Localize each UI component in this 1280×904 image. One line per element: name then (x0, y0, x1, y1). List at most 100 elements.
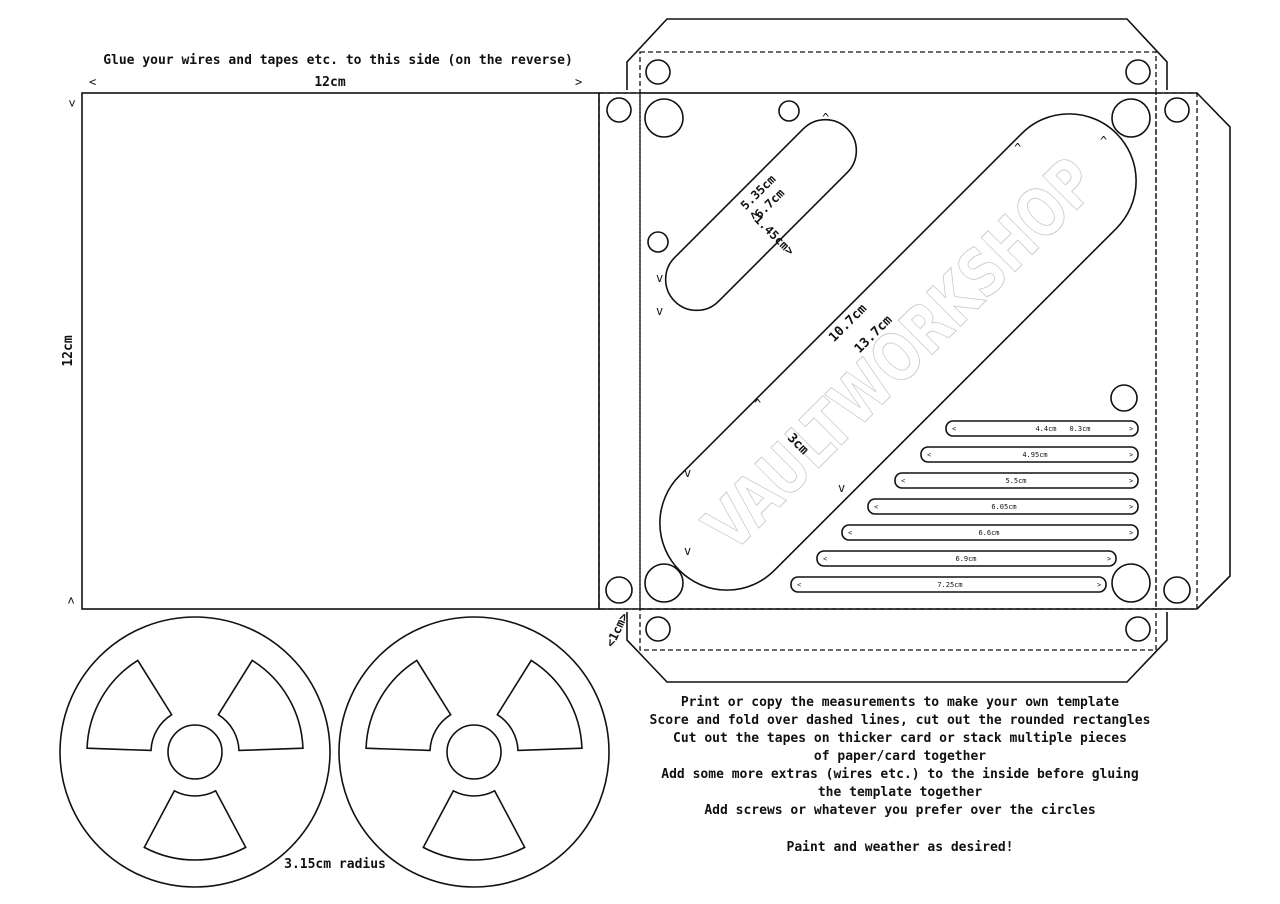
screw-circle (606, 97, 632, 123)
slot-arrow: v (684, 544, 691, 558)
width-arrow-right: > (575, 75, 582, 89)
instruction-line: Add screws or whatever you prefer over t… (704, 803, 1095, 818)
width-arrow-left: < (89, 75, 96, 89)
tape-strip: < > 5.5cm (894, 472, 1139, 489)
reel-hub (446, 724, 502, 780)
right-flap-fold (1155, 92, 1198, 610)
instruction-line: Cut out the tapes on thicker card or sta… (673, 731, 1127, 746)
slot-arrow: ^ (822, 111, 829, 125)
large-slot-group: VAULTWORKSHOP 10.7cm 13.7cm (659, 113, 1137, 591)
tape-strip: < > 6.6cm (841, 524, 1139, 541)
width-label: 12cm (314, 75, 345, 90)
slot-arrow: v (684, 466, 691, 480)
tape-arrow-left: < (797, 581, 801, 589)
tape-arrow-right: > (1097, 581, 1101, 589)
top-tab-outline (626, 18, 1168, 90)
instruction-line: of paper/card together (814, 749, 986, 764)
screw-circle (644, 98, 684, 138)
screw-circle (644, 563, 684, 603)
small-slot-width: <1.45cm> (746, 207, 797, 258)
tape-length-label: 6.9cm (955, 555, 976, 563)
height-label: 12cm (61, 335, 76, 366)
tape-length-label: 4.95cm (1022, 451, 1047, 459)
screw-circles (605, 59, 1191, 642)
tape-arrow-left: < (952, 425, 956, 433)
slot-arrow: ^ (1100, 134, 1107, 148)
reel-window-cutout (86, 659, 173, 752)
reel-hub (167, 724, 223, 780)
reel-group (59, 616, 610, 888)
tape-strip-outline (790, 576, 1107, 593)
small-slot-group: 5.35cm 6.7cm <1.45cm> (664, 118, 858, 312)
instruction-line: Add some more extras (wires etc.) to the… (661, 767, 1138, 782)
instruction-line: Paint and weather as desired! (787, 840, 1014, 855)
tape-strip: < > 4.95cm (920, 446, 1139, 463)
tape-strip: < > 4.4cm 0.3cm (945, 420, 1139, 437)
reel-outline (59, 616, 331, 888)
instruction-line: Score and fold over dashed lines, cut ou… (650, 713, 1151, 728)
tape-length-label: 7.25cm (937, 581, 962, 589)
tape-strip: < > 7.25cm (790, 576, 1107, 593)
tape-arrow-right: > (1129, 503, 1133, 511)
tape-arrow-right: > (1129, 451, 1133, 459)
reel-window-cutout (496, 659, 583, 752)
height-arrow-bottom: > (64, 597, 78, 604)
bottom-tab-outline (626, 612, 1168, 683)
tape-strip-outline (945, 420, 1139, 437)
tape-arrow-left: < (874, 503, 878, 511)
screw-circle (1125, 59, 1151, 85)
instructions-block: Print or copy the measurements to make y… (650, 695, 1151, 855)
slot-arrow: v (838, 481, 845, 495)
tape-length-label: 6.05cm (991, 503, 1016, 511)
tape-strip-outline (816, 550, 1117, 567)
glue-note: Glue your wires and tapes etc. to this s… (103, 53, 573, 68)
screw-circle (1163, 576, 1191, 604)
large-slot-cutout (659, 113, 1137, 591)
instruction-line: Print or copy the measurements to make y… (681, 695, 1119, 710)
bottom-flap-fold (639, 608, 1157, 651)
tape-arrow-right: > (1129, 425, 1133, 433)
tape-strip: < > 6.9cm (816, 550, 1117, 567)
reel-window-cutout (422, 789, 526, 861)
tape-arrow-left: < (823, 555, 827, 563)
screw-circle (1164, 97, 1190, 123)
reel-radius-label: 3.15cm radius (284, 857, 386, 872)
screw-circle (605, 576, 633, 604)
slot-arrow: ^ (754, 397, 761, 411)
tape-strip-outline (867, 498, 1139, 515)
tape-arrow-right: > (1107, 555, 1111, 563)
slot-arrow: ^ (1014, 141, 1021, 155)
small-slot-cutout (664, 118, 858, 312)
tape-arrow-left: < (848, 529, 852, 537)
screw-circle (1111, 98, 1151, 138)
screw-circle (1125, 616, 1151, 642)
instruction-line: the template together (818, 785, 983, 800)
tape-arrow-right: > (1129, 477, 1133, 485)
slot-arrow: v (656, 304, 663, 318)
back-panel (81, 92, 600, 610)
tape-length-label: 5.5cm (1005, 477, 1026, 485)
reel-window-cutout (365, 659, 452, 752)
top-flap-fold (639, 51, 1157, 94)
reel-outline (338, 616, 610, 888)
screw-circle (1111, 563, 1151, 603)
reel-window-cutout (217, 659, 304, 752)
screw-circle (645, 59, 671, 85)
tape-strip-outline (920, 446, 1139, 463)
tape-arrow-right: > (1129, 529, 1133, 537)
tape-length-label: 4.4cm (1035, 425, 1056, 433)
tape-thickness-label: 0.3cm (1069, 425, 1090, 433)
tape-arrow-left: < (901, 477, 905, 485)
reel-window-cutout (143, 789, 247, 861)
screw-circle (1110, 384, 1138, 412)
tape-strip-outline (894, 472, 1139, 489)
left-flap-fold (598, 92, 641, 610)
tape-arrow-left: < (927, 451, 931, 459)
tape-strip-outline (841, 524, 1139, 541)
tape-length-label: 6.6cm (978, 529, 999, 537)
panel-edges (599, 92, 1197, 610)
screw-circle (647, 231, 669, 253)
slot-arrow: v (656, 271, 663, 285)
